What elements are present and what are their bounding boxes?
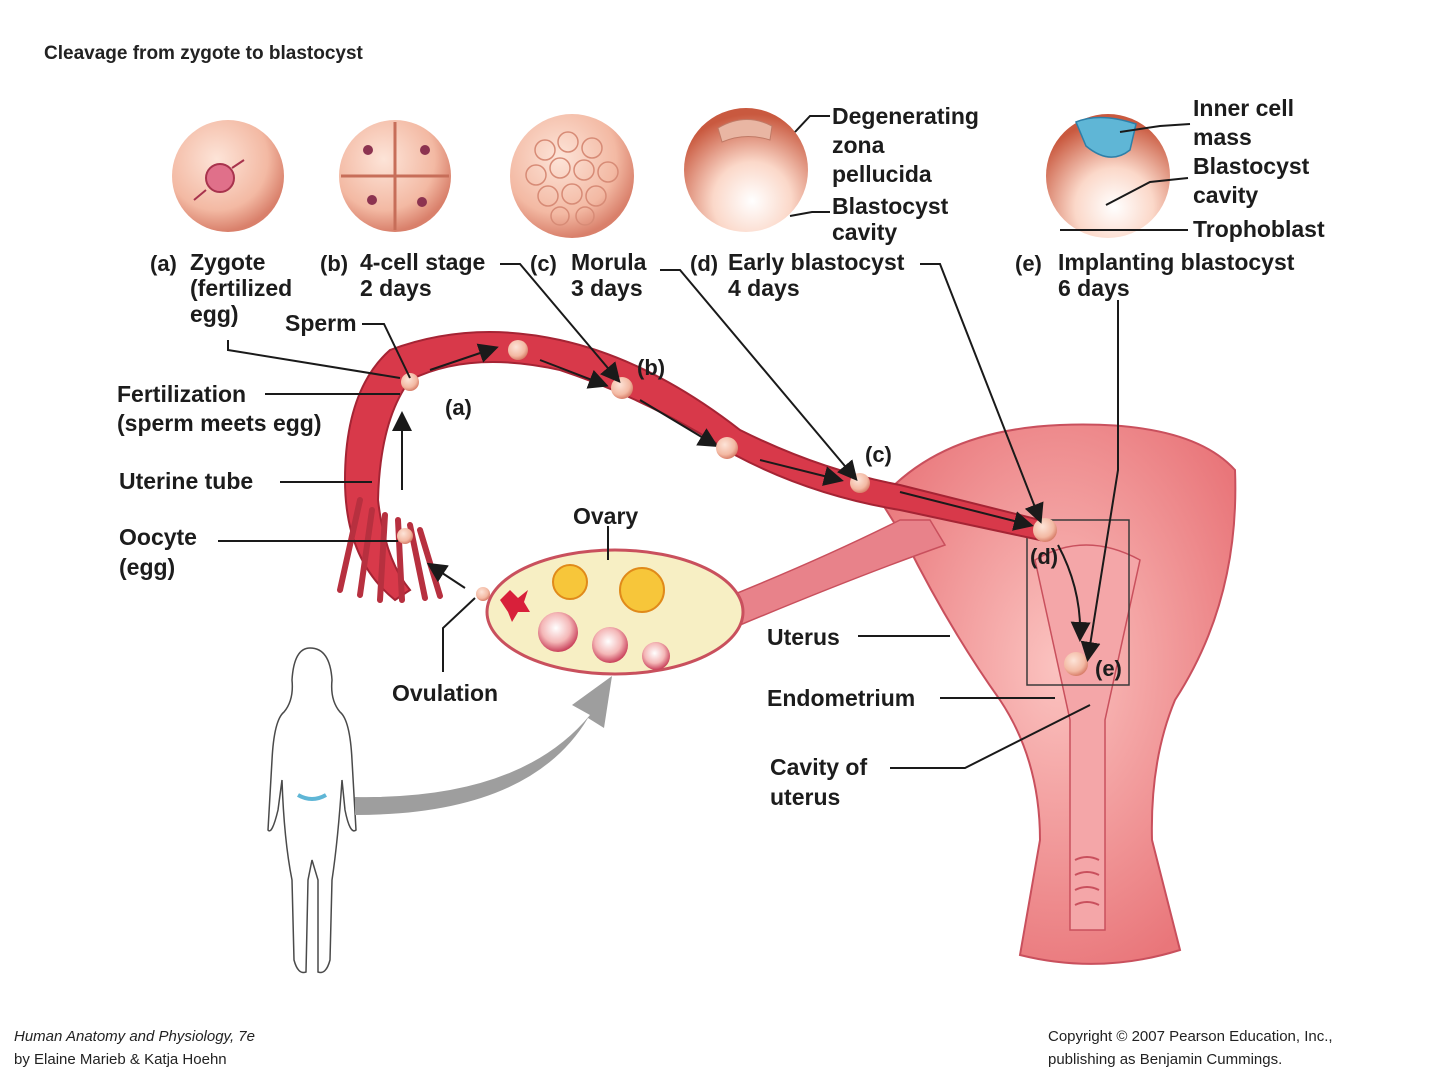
credit-publisher: publishing as Benjamin Cummings. <box>1048 1051 1283 1068</box>
stage-e-name: Implanting blastocyst <box>1058 249 1295 275</box>
early-blastocyst-cell <box>684 108 808 232</box>
label-uterus: Uterus <box>767 624 840 650</box>
stage-d-time: 4 days <box>728 275 800 301</box>
path-marker-a: (a) <box>445 395 472 420</box>
credit-authors: by Elaine Marieb & Katja Hoehn <box>14 1051 227 1068</box>
stage-c-name: Morula <box>571 249 647 275</box>
credit-copyright: Copyright © 2007 Pearson Education, Inc.… <box>1048 1028 1333 1045</box>
label-degenerating: Degenerating <box>832 103 979 129</box>
leader-lines <box>218 115 1191 769</box>
morula-cell <box>510 114 634 238</box>
label-cavity-uterus: uterus <box>770 784 841 810</box>
stage-b-letter: (b) <box>320 251 349 276</box>
ovary-shape <box>476 519 947 676</box>
diagram-title: Cleavage from zygote to blastocyst <box>44 43 363 64</box>
implanting-blastocyst-cell <box>1046 114 1170 238</box>
stage-e-time: 6 days <box>1058 275 1130 301</box>
label-blastocyst-cavity-d: Blastocyst <box>832 193 949 219</box>
stage-d-name: Early blastocyst <box>728 249 905 275</box>
stage-b-time: 2 days <box>360 275 432 301</box>
stage-a-letter: (a) <box>150 251 177 276</box>
label-sperm: Sperm <box>285 310 357 336</box>
label-ovary: Ovary <box>573 503 639 529</box>
label-pellucida: pellucida <box>832 161 932 187</box>
stage-a-name-line3: egg) <box>190 301 239 327</box>
body-silhouette <box>267 647 357 974</box>
label-oocyte: Oocyte <box>119 524 197 550</box>
stage-a-name-line2: (fertilized <box>190 275 293 301</box>
uterus-shape <box>878 423 1237 965</box>
stage-e-letter: (e) <box>1015 251 1042 276</box>
label-uterine-tube: Uterine tube <box>119 468 254 494</box>
label-zona: zona <box>832 132 885 158</box>
label-blastocyst-cavity-e: Blastocyst <box>1193 153 1310 179</box>
label-fertilization-note: (sperm meets egg) <box>117 410 322 436</box>
four-cell-stage-cell <box>339 120 451 232</box>
path-marker-c: (c) <box>865 442 892 467</box>
label-fertilization: Fertilization <box>117 381 247 407</box>
stage-a-name: Zygote <box>190 249 266 275</box>
label-trophoblast: Trophoblast <box>1193 216 1325 242</box>
enlargement-arrow <box>355 676 612 815</box>
label-cavity-of: Cavity of <box>770 754 868 780</box>
stage-c-letter: (c) <box>530 251 557 276</box>
label-cavity-e: cavity <box>1193 182 1259 208</box>
stage-b-name: 4-cell stage <box>360 249 486 275</box>
label-egg: (egg) <box>119 554 176 580</box>
path-marker-b: (b) <box>637 355 666 380</box>
label-mass: mass <box>1193 124 1252 150</box>
stage-c-time: 3 days <box>571 275 643 301</box>
path-marker-d: (d) <box>1030 544 1059 569</box>
label-ovulation: Ovulation <box>392 680 499 706</box>
path-marker-e: (e) <box>1095 656 1122 681</box>
zygote-cell <box>172 120 284 232</box>
label-cavity-d: cavity <box>832 219 898 245</box>
stage-d-letter: (d) <box>690 251 719 276</box>
label-endometrium: Endometrium <box>767 685 916 711</box>
credit-book-title: Human Anatomy and Physiology, 7e <box>14 1028 255 1045</box>
label-inner-cell: Inner cell <box>1193 95 1294 121</box>
